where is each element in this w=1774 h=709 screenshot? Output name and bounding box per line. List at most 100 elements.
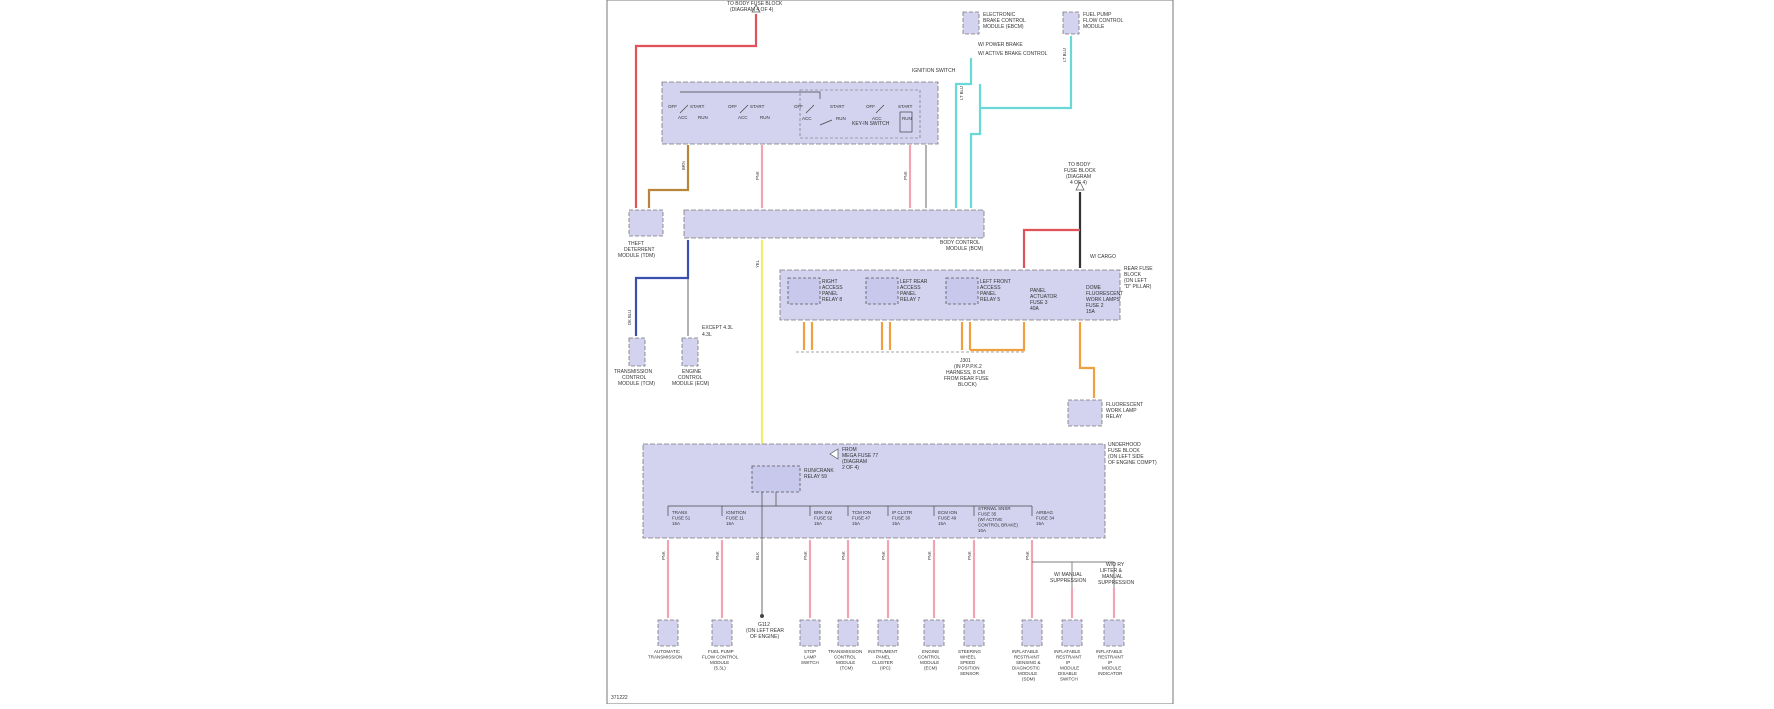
svg-text:PNK: PNK [803,551,808,560]
key-in-switch-label: KEY-IN SWITCH [852,121,890,127]
position-acc-4: ACC [872,116,882,121]
to-body-fuse-sub: (DIAGRAM 4 OF 4) [730,7,774,13]
position-off-3: OFF [794,104,803,109]
theft-deterrent-module [628,209,664,237]
wire-label-lt-blu-2: LT BLU [1062,48,1067,62]
left-rear-access-relay [865,277,899,305]
connector-arrow-icon [751,4,761,13]
ecm-module-top [681,337,699,367]
position-off-2: OFF [728,104,737,109]
brown-wire-ign [647,145,690,208]
to-body-fuse-label: TO BODY FUSE BLOCK [727,1,783,7]
w-cargo-label: W/ CARGO [1090,254,1116,260]
left-front-access-relay [945,277,979,305]
43l-label: 4.3L [702,332,712,338]
bottom-wire-labels: PNK PNK BLK PNK PNK PNK PNK PNK PNK [661,551,1030,560]
wire-label-dk-blu: DK BLU [627,310,632,325]
fluorescent-relay-module [1067,399,1103,427]
svg-text:PNK: PNK [967,551,972,560]
wire-label-lt-blu-1: LT BLU [959,86,964,100]
svg-text:BLK: BLK [755,552,760,560]
svg-text:PNK: PNK [661,551,666,560]
position-start-1: START [690,104,705,109]
position-run-4: RUN [902,116,912,121]
mega-fuse-arrow-icon [829,448,839,460]
underhood-bus [667,492,1033,540]
svg-text:PNK: PNK [841,551,846,560]
position-off-1: OFF [668,104,677,109]
right-access-relay [787,277,821,305]
except-43l-label: EXCEPT 4.3L [702,325,733,331]
w-power-brake-label: W/ POWER BRAKE [978,42,1023,48]
wire-label-brn: BRN [681,161,686,170]
bottom-pink-wires [666,540,1116,618]
position-start-2: START [750,104,765,109]
ground-icon [760,614,764,618]
tcm-module-top [628,337,646,367]
connector-arrow-right-icon [1075,181,1085,191]
position-acc-1: ACC [678,115,688,120]
svg-text:PNK: PNK [927,551,932,560]
footer-code: 371222 [611,695,628,701]
position-start-3: START [830,104,845,109]
red-wire-panel-actuator [1022,228,1080,268]
teal-wire-ebcm-left [954,58,973,208]
position-start-4: START [898,104,913,109]
bottom-modules [657,619,1125,647]
blue-wire-tcm [634,240,690,336]
ignition-positions: OFF ACC START RUN OFF ACC START RUN OFF … [668,104,913,121]
run-crank-relay [751,465,801,493]
w-active-brake-label: W/ ACTIVE BRAKE CONTROL [978,51,1048,57]
wire-label-pnk-ign: PNK [755,171,760,180]
wire-label-pnk-ign2: PNK [903,171,908,180]
body-control-module [683,209,985,239]
svg-text:PNK: PNK [1025,551,1030,560]
orange-relay-wires [796,322,1026,353]
position-acc-3: ACC [802,116,812,121]
position-run-1: RUN [698,115,708,120]
position-off-4: OFF [866,104,875,109]
ignition-switch-label: IGNITION SWITCH [912,68,956,74]
switch-contacts [679,91,913,133]
red-wire-tdm [634,14,758,208]
position-acc-2: ACC [738,115,748,120]
position-run-3: RUN [836,116,846,121]
underhood-fuse-block [642,443,1106,539]
orange-wire-fluorescent [1078,322,1096,398]
